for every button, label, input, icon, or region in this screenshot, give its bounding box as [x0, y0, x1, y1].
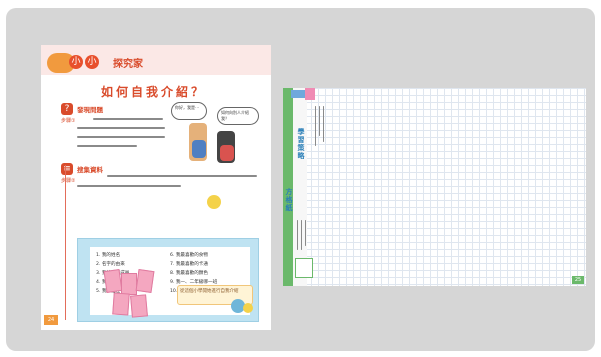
text-line — [315, 106, 316, 146]
mascot-icon — [231, 299, 245, 313]
section1-step: 步驟① — [61, 118, 76, 124]
text-line — [305, 220, 306, 246]
bubble-text: 如何向別人介紹我？ — [221, 110, 249, 121]
vertical-title: 學習策略 — [297, 128, 305, 160]
notebook-icon: ≡ — [61, 163, 73, 175]
list-item: 9. 我一、二年級哪一班 — [170, 280, 218, 285]
page-number: 25 — [572, 276, 584, 284]
header-title: 探究家 — [113, 59, 143, 70]
question-icon: ? — [61, 103, 73, 115]
tab-marker-blue — [291, 90, 307, 98]
text-line — [107, 175, 257, 177]
text-line — [319, 106, 320, 136]
text-line — [297, 220, 298, 250]
header-char-1: 小 — [69, 55, 83, 69]
text-line — [93, 118, 163, 120]
section2-step: 步驟② — [61, 178, 76, 184]
list-item: 7. 我最喜歡的卡通 — [170, 262, 209, 267]
text-line — [77, 185, 181, 187]
card-icon — [112, 292, 130, 316]
mascot-icon — [243, 303, 253, 313]
text-line — [77, 145, 137, 147]
header-badge-icon — [47, 53, 75, 73]
student-backpack — [220, 145, 234, 161]
card-icon — [121, 273, 137, 295]
page-number: 24 — [44, 315, 58, 325]
card-icon — [103, 268, 123, 294]
list-item: 6. 我最喜歡的食物 — [170, 253, 209, 258]
speech-bubble: 如何向別人介紹我？ — [217, 107, 259, 125]
card-icon — [135, 268, 155, 294]
header-char-2: 小 — [85, 55, 99, 69]
list-item: 2. 名字的由來 — [96, 262, 125, 267]
vertical-title: 方格紙 — [285, 188, 293, 212]
text-line — [323, 106, 324, 142]
card-icon — [130, 294, 148, 318]
list-item: 1. 我的姓名 — [96, 253, 121, 258]
section-rule — [65, 165, 66, 320]
page-title: 如何自我介紹？ — [101, 85, 207, 99]
text-line — [77, 136, 165, 138]
side-panel — [293, 88, 307, 286]
text-line — [301, 220, 302, 250]
page-side-strip — [283, 88, 293, 286]
section1-label: 發現問題 — [77, 106, 103, 114]
section2-label: 搜集資料 — [77, 166, 103, 174]
tab-marker-pink — [305, 88, 315, 100]
right-page: 學習策略 方格紙 25 — [283, 88, 586, 286]
speech-bubble: 你好，我是⋯ — [171, 102, 207, 120]
list-item: 8. 我最喜歡的顏色 — [170, 271, 209, 276]
left-page: 小 小 探究家 如何自我介紹？ ? 發現問題 步驟① 你好，我是⋯ 如何向別人介… — [41, 45, 271, 330]
bubble-text: 你好，我是⋯ — [175, 105, 199, 110]
student-shirt — [192, 140, 206, 158]
grid-sample-box — [295, 258, 313, 278]
mascot-icon — [207, 195, 221, 209]
text-line — [77, 127, 165, 129]
